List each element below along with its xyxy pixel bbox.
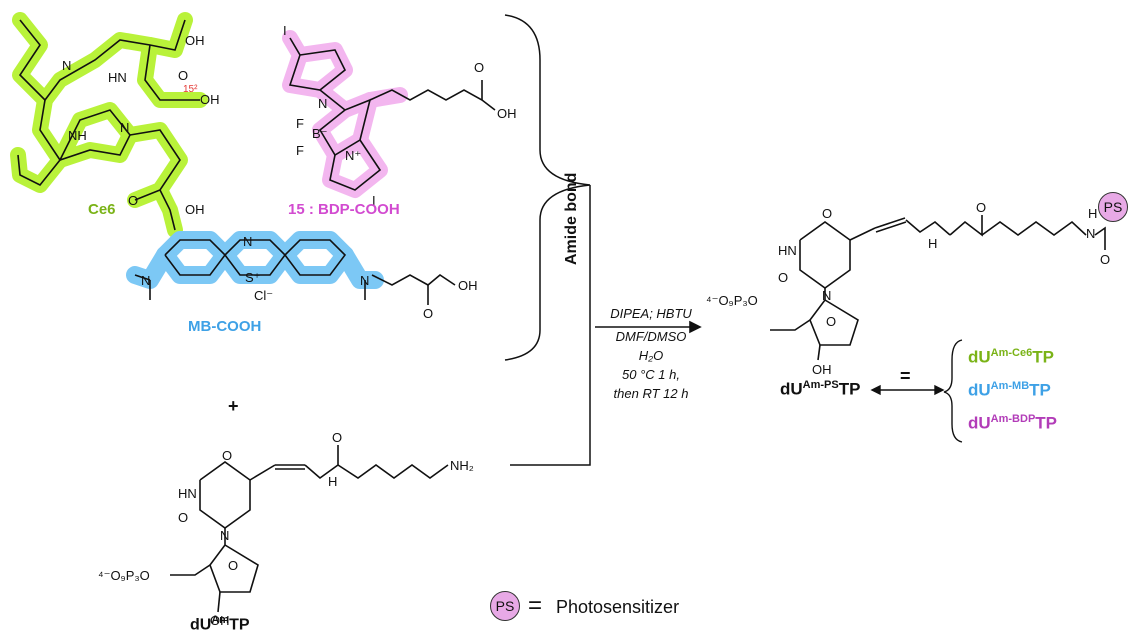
condition-water: H₂O [638, 348, 664, 363]
prod-h-2: H [1088, 206, 1097, 221]
prod-n-2: N [1086, 226, 1095, 241]
amide-bond-label: Amide bond [563, 172, 580, 265]
condition-solvent: DMF/DMSO [615, 329, 687, 344]
nuc-o-ring: O [228, 558, 238, 573]
ce6-hn: HN [108, 70, 127, 85]
ce6-nh: NH [68, 128, 87, 143]
nucleotide-atoms: O HN O N O H NH₂ ⁴⁻O₉P₃O O OH [98, 430, 474, 628]
bdp-oh: OH [497, 106, 517, 121]
reaction-arrow [595, 320, 702, 334]
prod-n: N [822, 288, 831, 303]
ce6-oh3: OH [185, 202, 205, 217]
bdp-fluorine-2: F [296, 143, 304, 158]
product-equals: = [900, 366, 911, 386]
bdp-fluorine-1: F [296, 116, 304, 131]
condition-reagents: DIPEA; HBTU [610, 306, 692, 321]
bdp-iodine-2: I [372, 193, 376, 208]
nuc-n: N [220, 528, 229, 543]
prod-o-amide: O [976, 200, 986, 215]
ce6-o1: O [178, 68, 188, 83]
nucleotide-structure [170, 445, 449, 613]
equivalence-arrow [870, 384, 945, 396]
nuc-o-amide: O [332, 430, 342, 445]
nuc-o-left: O [178, 510, 188, 525]
bdp-n1: N [318, 96, 327, 111]
variant-mb: dUAm-MBTP [968, 380, 1051, 400]
variants-brace [943, 339, 963, 443]
ce6-oh2: OH [200, 92, 220, 107]
legend-ps-badge: PS [490, 591, 520, 621]
ce6-label: Ce6 [88, 201, 116, 218]
prod-phosphate: ⁴⁻O₉P₃O [706, 293, 758, 308]
mb-counterion: Cl⁻ [254, 288, 273, 303]
prod-hn: HN [778, 243, 797, 258]
bdp-n2: N⁺ [345, 148, 361, 163]
nuc-phosphate: ⁴⁻O₉P₃O [98, 568, 150, 583]
product-atoms: O HN O N O H H N O ⁴⁻O₉P₃O O OH [706, 200, 1110, 377]
mb-structure: N S⁺ Cl⁻ N N OH O [126, 231, 478, 321]
variant-ce6: dUAm-Ce6TP [968, 347, 1054, 367]
bdp-structure: I I F F B⁻ N N⁺ O OH [282, 23, 517, 208]
mb-s-plus: S⁺ [245, 270, 261, 285]
ce6-o2: O [128, 193, 138, 208]
bdp-iodine-1: I [283, 23, 287, 38]
mb-n-ring: N [243, 234, 252, 249]
ce6-n2: N [120, 120, 129, 135]
prod-o-top: O [822, 206, 832, 221]
product-ps-badge: PS [1098, 192, 1128, 222]
nuc-hn: HN [178, 486, 197, 501]
mb-o: O [423, 306, 433, 321]
ce6-structure: N HN NH N OH O OH 15² O OH [10, 12, 220, 238]
mb-label: MB-COOH [188, 318, 262, 335]
nuc-o-top: O [222, 448, 232, 463]
mb-oh: OH [458, 278, 478, 293]
ce6-carbon-label: 15² [183, 84, 198, 95]
prod-o-left: O [778, 270, 788, 285]
prod-oh: OH [812, 362, 832, 377]
plus-sign: + [228, 396, 239, 416]
ce6-n1: N [62, 58, 71, 73]
legend-equals: = [528, 592, 543, 619]
nuc-h: H [328, 474, 337, 489]
nuc-oh: OH [210, 613, 230, 628]
product-label: dUAm-PSTP [780, 379, 861, 399]
prod-o-end: O [1100, 252, 1110, 267]
mb-n-left: N [141, 273, 150, 288]
condition-temp: 50 °C 1 h, [622, 367, 680, 382]
variant-bdp: dUAm-BDPTP [968, 413, 1058, 433]
nucleotide-label: dUAmTP [190, 614, 250, 634]
bdp-label: 15 : BDP-COOH [288, 201, 400, 218]
reaction-conditions: DIPEA; HBTU DMF/DMSO H₂O 50 °C 1 h, then… [596, 304, 706, 403]
bdp-boron: B⁻ [312, 126, 328, 141]
prod-h-1: H [928, 236, 937, 251]
prod-o-ring: O [826, 314, 836, 329]
mb-n-right: N [360, 273, 369, 288]
product-structure [770, 215, 1106, 361]
bdp-o: O [474, 60, 484, 75]
legend-text: Photosensitizer [556, 597, 680, 617]
reaction-brackets [504, 14, 591, 466]
condition-time: then RT 12 h [613, 386, 689, 401]
ce6-oh1: OH [185, 33, 205, 48]
nuc-nh2: NH₂ [450, 458, 474, 473]
